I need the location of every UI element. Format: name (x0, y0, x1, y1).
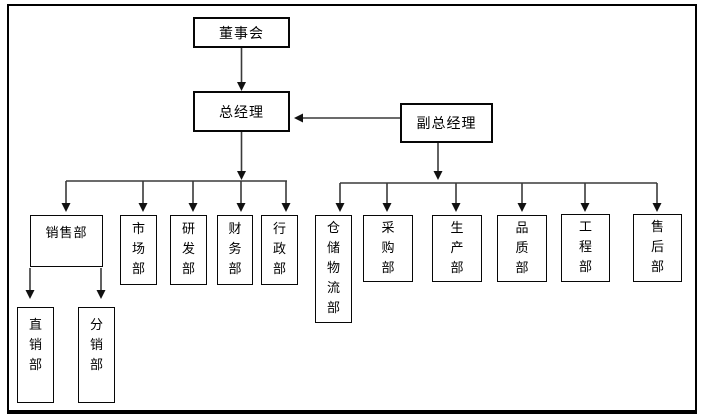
node-general-manager: 总经理 (193, 91, 290, 132)
node-rnd-dept: 研发部 (170, 215, 207, 285)
node-finance-dept-label: 财务部 (228, 222, 242, 277)
node-quality-dept-label: 品质部 (515, 220, 529, 276)
node-warehouse-logistics-dept: 仓储物流部 (315, 215, 352, 323)
node-marketing-dept-label: 市场部 (131, 222, 145, 277)
node-production-dept-label: 生产部 (450, 220, 464, 276)
node-engineering-dept: 工程部 (561, 214, 610, 282)
node-distribution-dept: 分销部 (78, 307, 115, 403)
node-finance-dept: 财务部 (217, 215, 253, 285)
node-quality-dept: 品质部 (497, 215, 547, 282)
node-rnd-dept-label: 研发部 (181, 222, 195, 277)
node-engineering-dept-label: 工程部 (578, 220, 592, 275)
node-production-dept: 生产部 (432, 215, 482, 282)
node-direct-sales-dept: 直销部 (17, 307, 54, 403)
node-board: 董事会 (193, 17, 290, 48)
node-direct-sales-dept-label: 直销部 (28, 318, 42, 373)
node-purchasing-dept: 采购部 (363, 215, 413, 282)
node-after-sales-dept: 售后部 (633, 214, 682, 282)
node-general-manager-label: 总经理 (219, 104, 264, 121)
node-board-label: 董事会 (219, 25, 264, 42)
node-admin-dept-label: 行政部 (272, 222, 286, 277)
node-marketing-dept: 市场部 (120, 215, 157, 285)
node-admin-dept: 行政部 (261, 215, 298, 285)
node-sales-dept-label: 销售部 (45, 226, 88, 241)
node-purchasing-dept-label: 采购部 (381, 220, 395, 276)
node-deputy-general-manager: 副总经理 (400, 103, 493, 143)
node-deputy-general-manager-label: 副总经理 (416, 116, 477, 132)
node-sales-dept: 销售部 (30, 215, 103, 267)
node-warehouse-logistics-dept-label: 仓储物流部 (326, 221, 340, 316)
node-after-sales-dept-label: 售后部 (650, 220, 664, 275)
node-distribution-dept-label: 分销部 (89, 318, 103, 373)
outer-border-frame (7, 4, 697, 414)
